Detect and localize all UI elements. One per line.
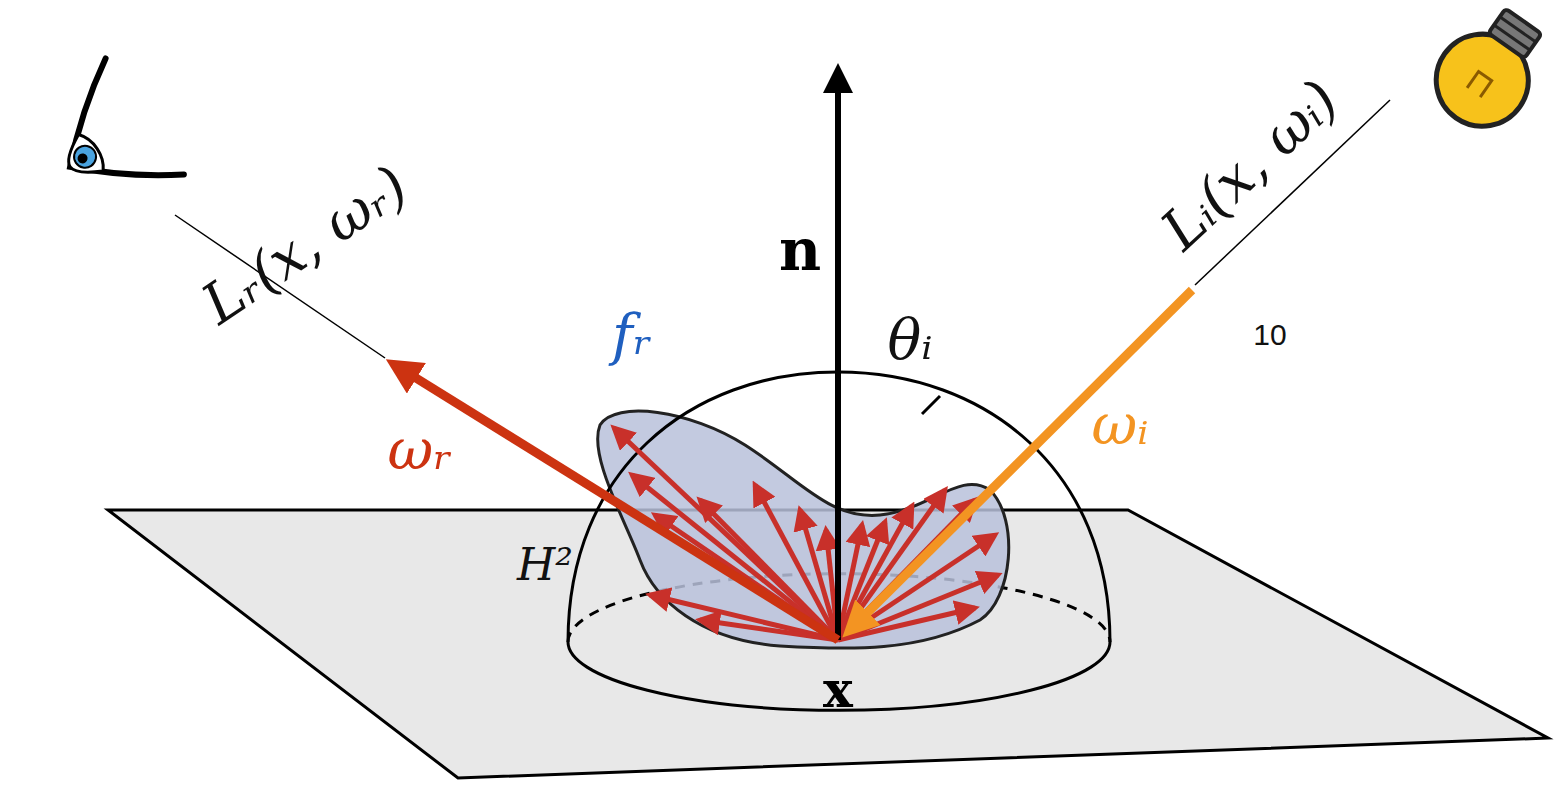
incoming-arrow [850,290,1192,630]
incoming-radiance-label: Lᵢ(x, ωᵢ) [1152,71,1348,259]
hemisphere-label: H² [517,543,573,587]
bulb-icon [1418,0,1561,144]
outgoing-direction-label: ωᵣ [387,422,452,478]
callout-number: 10 [1253,320,1286,350]
eye-icon [31,58,184,224]
angle-label: θᵢ [888,312,933,368]
normal-arrow [835,72,841,640]
outgoing-arrow [395,365,838,640]
brdf-label: fᵣ [612,307,652,363]
incoming-direction-label: ωᵢ [1092,397,1149,453]
normal-label: n [779,221,821,279]
point-label: x [823,665,853,715]
outgoing-radiance-label: Lᵣ(x, ωᵣ) [193,157,417,334]
angle-tick [922,396,940,414]
